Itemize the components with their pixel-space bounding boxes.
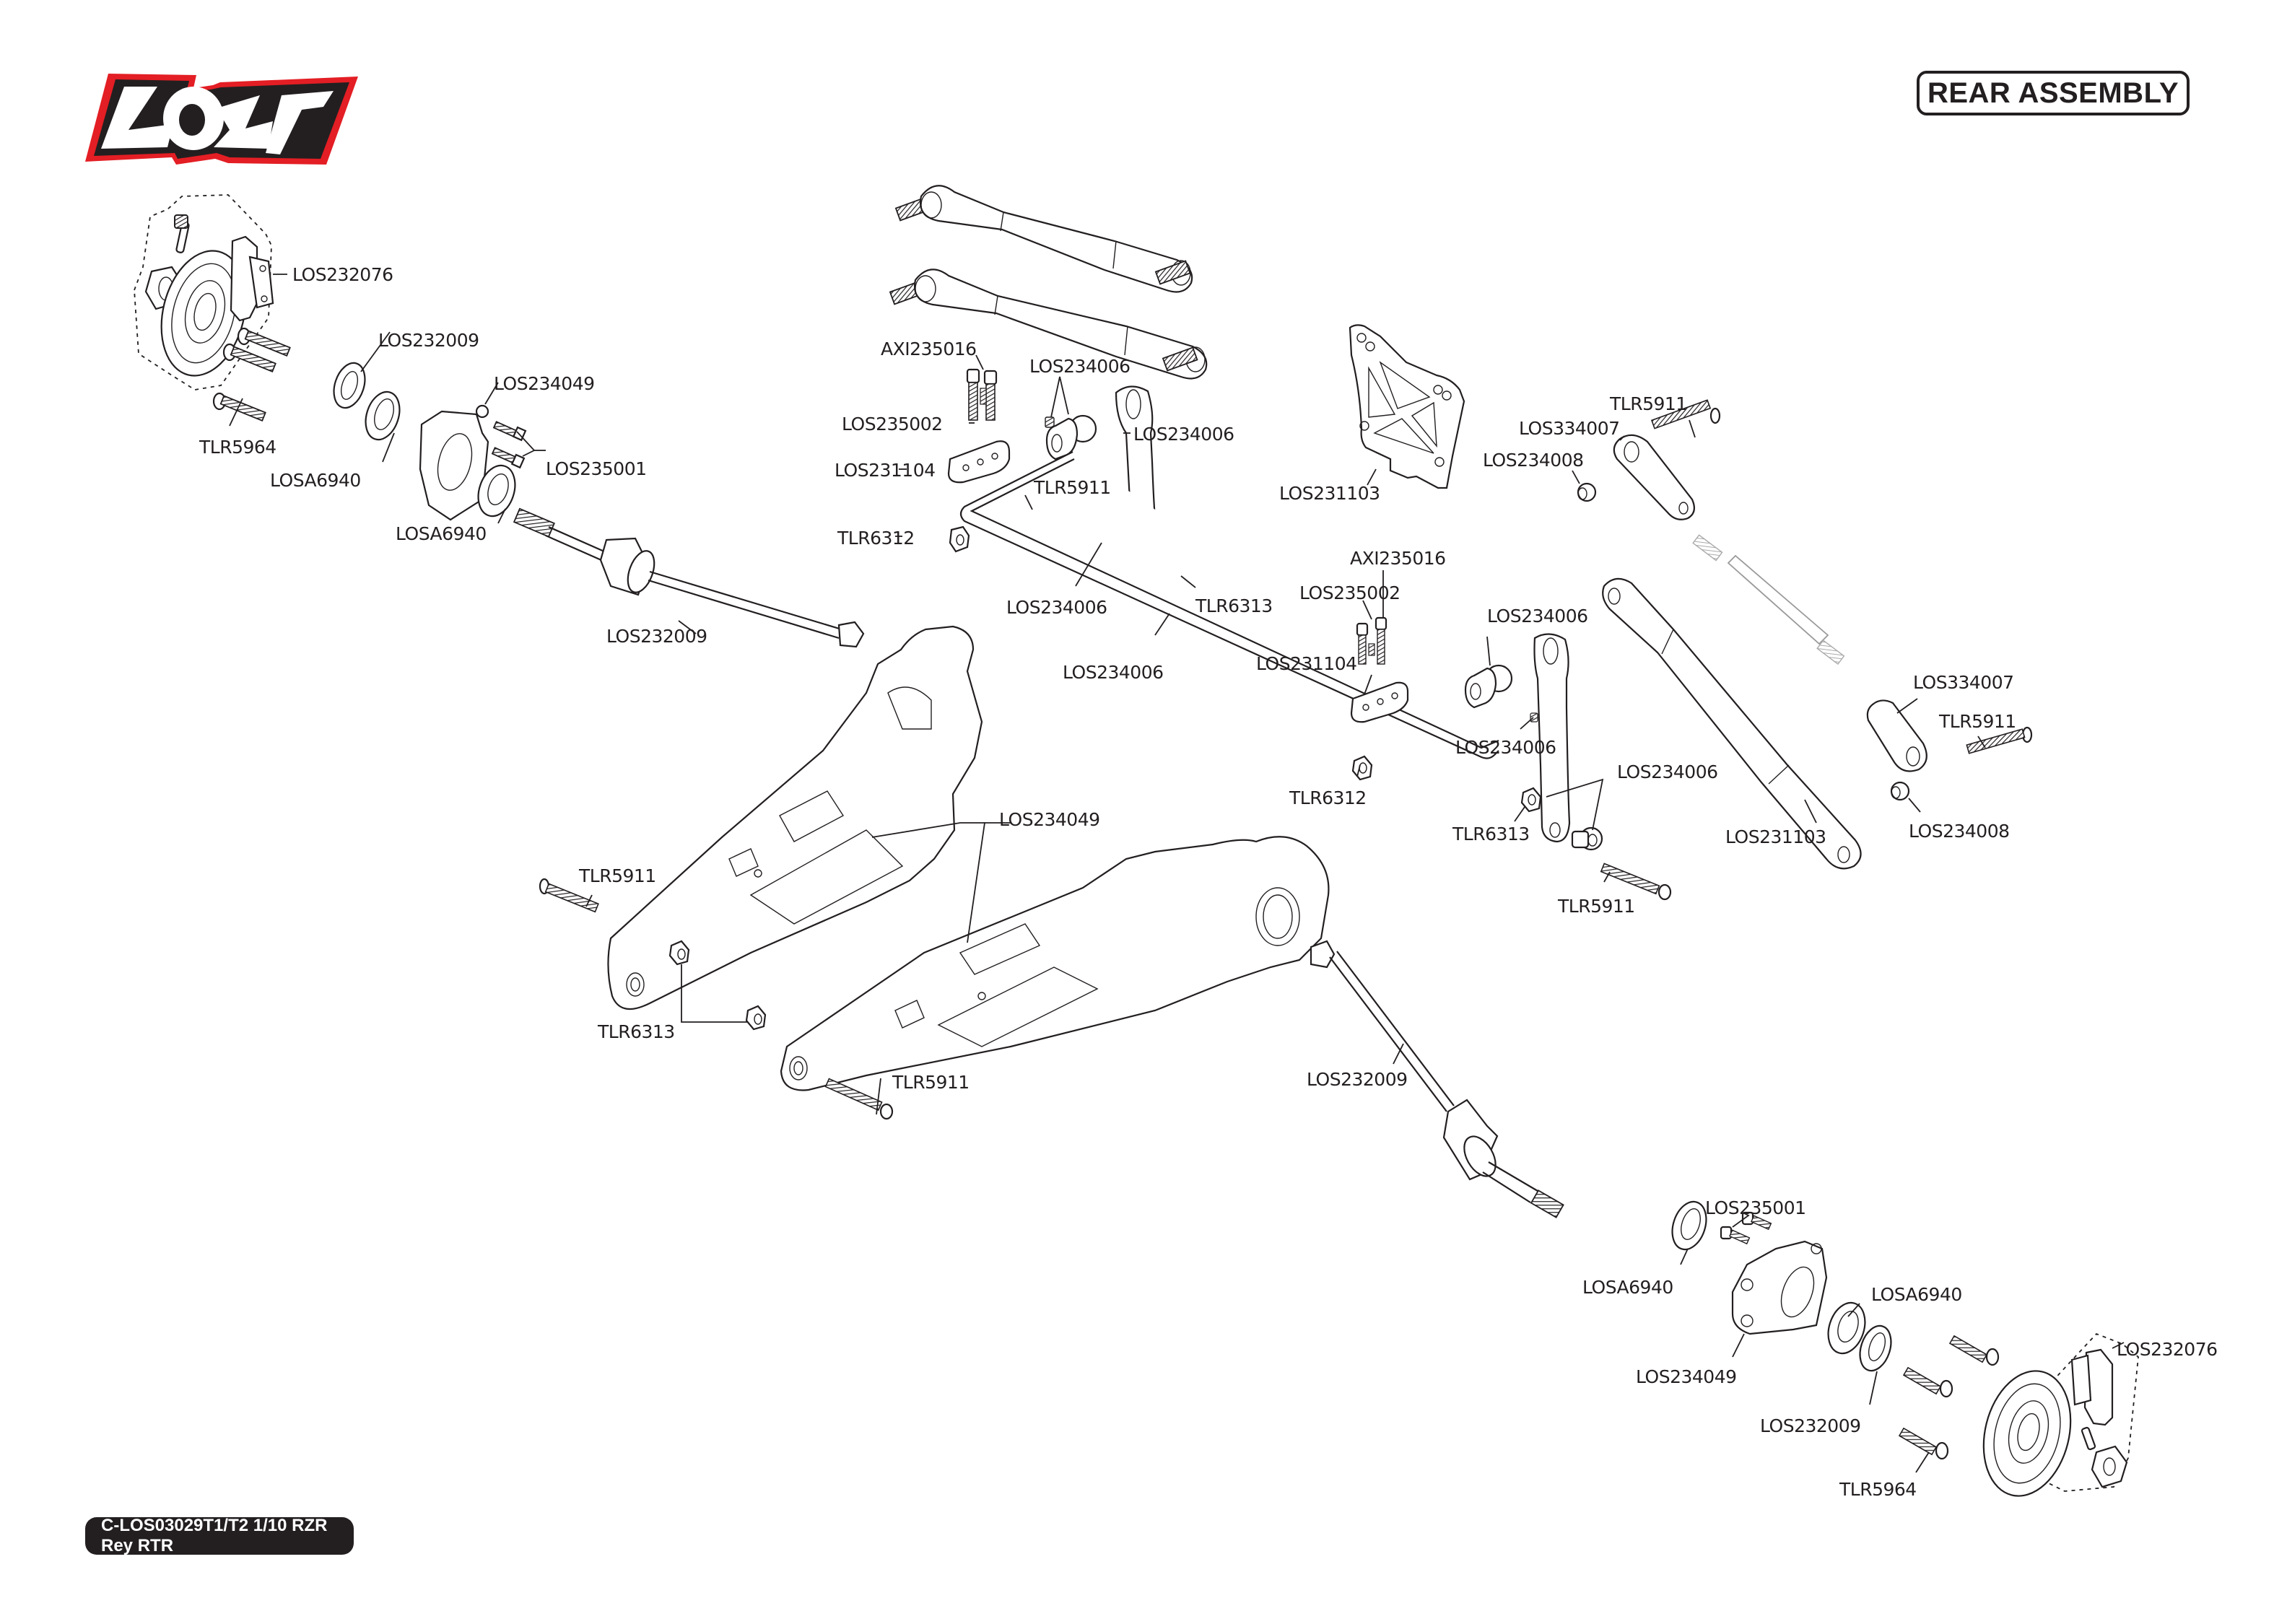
section-title-text: REAR ASSEMBLY <box>1927 77 2179 109</box>
model-code-badge: C-LOS03029T1/T2 1/10 RZR Rey RTR <box>85 1516 354 1555</box>
callout-los231103-link: LOS231103 <box>1725 826 1826 847</box>
right-driveshaft <box>1310 940 1564 1218</box>
callout-axi235016-left: AXI235016 <box>881 339 977 359</box>
callout-tlr5911-arm-left: TLR5911 <box>578 865 656 886</box>
upper-camber-links <box>889 185 1208 380</box>
left-rotor-screws <box>212 327 291 422</box>
right-rotor-screws <box>1898 1335 2000 1460</box>
callout-los334007-upper: LOS334007 <box>1519 418 1620 439</box>
callout-los232009-washer-left: LOS232009 <box>378 330 479 351</box>
callout-los234006-ball-right: LOS234006 <box>1487 606 1588 627</box>
callout-los234006-bar: LOS234006 <box>1063 662 1164 683</box>
callout-los234008-lower: LOS234008 <box>1909 821 2010 842</box>
callout-tlr5964-left: TLR5964 <box>199 437 276 458</box>
callout-los234006-pair-right: LOS234006 <box>1617 761 1718 782</box>
callout-tlr6312-left: TLR6312 <box>837 528 915 549</box>
rear-plate <box>1349 324 1465 489</box>
callout-losa6940-right-outer: LOSA6940 <box>1871 1284 1962 1305</box>
callout-los234049-left: LOS234049 <box>494 373 595 394</box>
left-brake-rotor-group <box>134 194 274 390</box>
callout-tlr5911-lower-right: TLR5911 <box>1938 711 2016 732</box>
callout-los235002-right: LOS235002 <box>1299 582 1400 603</box>
callout-los232076-right: LOS232076 <box>2117 1339 2218 1360</box>
callout-los235001-left: LOS235001 <box>546 458 647 479</box>
callout-los234049-right: LOS234049 <box>1636 1366 1737 1387</box>
callout-los235001-right: LOS235001 <box>1705 1197 1806 1218</box>
leader-lines <box>229 274 2125 1473</box>
rear-trailing-arm-right <box>780 836 1330 1091</box>
callout-los232076-left: LOS232076 <box>292 264 393 285</box>
callout-tlr6313-sway-left: TLR6313 <box>1195 595 1273 616</box>
rear-trailing-arm-left <box>607 625 983 1010</box>
callout-tlr5911-arm-right: TLR5911 <box>892 1072 970 1093</box>
right-bearing-carrier-group <box>1671 1200 1892 1372</box>
callout-los234008-upper: LOS234008 <box>1483 450 1584 471</box>
arm-hinge-pins <box>539 878 894 1120</box>
callout-axi235016-right: AXI235016 <box>1350 548 1446 569</box>
callout-los232009-shaft-right: LOS232009 <box>1307 1069 1408 1090</box>
callout-los232009-shaft-left: LOS232009 <box>606 626 707 647</box>
left-sway-bar-mount <box>947 368 1184 579</box>
callout-losa6940-left-inner: LOSA6940 <box>396 523 487 544</box>
callout-los231104-right: LOS231104 <box>1256 653 1357 674</box>
model-code-text: C-LOS03029T1/T2 1/10 RZR Rey RTR <box>101 1516 328 1555</box>
callout-tlr6313-right: TLR6313 <box>1452 824 1530 844</box>
callout-tlr6313-arm: TLR6313 <box>597 1021 675 1042</box>
callout-losa6940-right-inner: LOSA6940 <box>1582 1277 1673 1298</box>
callout-los234006-screw-right: LOS234006 <box>1455 737 1556 758</box>
callout-los232009-washer-right: LOS232009 <box>1760 1415 1861 1436</box>
callout-los334007-lower: LOS334007 <box>1913 672 2014 693</box>
callout-los234006-ball-top: LOS234006 <box>1029 356 1131 377</box>
part-callout-labels: LOS232076 LOS232009 LOS234049 TLR5964 LO… <box>199 264 2218 1500</box>
callout-losa6940-left-outer: LOSA6940 <box>270 470 361 491</box>
right-brake-rotor-group <box>1982 1332 2139 1497</box>
callout-los235002-left: LOS235002 <box>842 414 943 435</box>
left-bearing-carrier-group <box>333 362 527 521</box>
right-lower-link <box>1602 577 1862 870</box>
callout-los231104-left: LOS231104 <box>835 460 936 481</box>
right-upper-turnbuckle <box>1577 399 2033 801</box>
callout-los234049-arms: LOS234049 <box>999 809 1100 830</box>
right-sway-bar-mount <box>1350 616 1672 901</box>
callout-tlr5964-right: TLR5964 <box>1839 1479 1917 1500</box>
callout-los234006-link-left: LOS234006 <box>1133 424 1234 445</box>
callout-los234006-ball-left: LOS234006 <box>1006 597 1107 618</box>
callout-tlr6312-right: TLR6312 <box>1289 787 1367 808</box>
losi-logo <box>85 74 358 165</box>
callout-los231103-plate: LOS231103 <box>1279 483 1380 504</box>
callout-tlr5911-upper-right: TLR5911 <box>1609 393 1687 414</box>
callout-tlr5911-right-link: TLR5911 <box>1557 896 1635 917</box>
left-driveshaft <box>513 507 865 648</box>
section-title: REAR ASSEMBLY <box>1917 71 2190 115</box>
sway-bar <box>959 451 1499 759</box>
callout-tlr5911-sway-left: TLR5911 <box>1033 477 1111 498</box>
